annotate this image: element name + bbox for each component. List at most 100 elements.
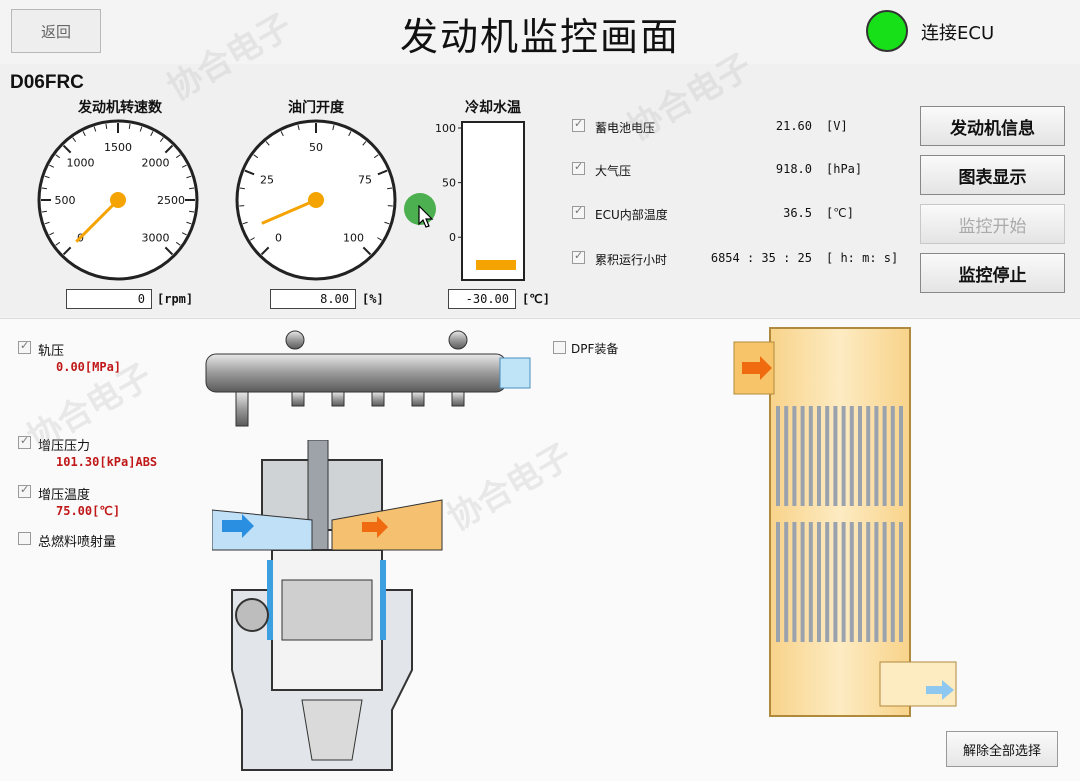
ecu-connection-label: 连接ECU [921,23,995,44]
chart-display-button[interactable]: 图表显示 [920,155,1065,195]
readout-value: 21.60 [775,119,812,133]
readout-atmospheric-pressure: 大气压 918.0 [hPa] [572,160,862,179]
coolant-gauge-title: 冷却水温 [465,100,521,116]
intercooler-fin [882,406,887,506]
readout-value: 6854 : 35 : 25 [710,251,812,265]
intercooler-fin [858,406,862,506]
rpm-tick [49,164,55,168]
throttle-gauge-ticks [239,123,393,256]
readout-unit: [V] [826,119,848,133]
rpm-tick [49,232,55,236]
thr-tick [362,141,367,146]
rpm-tick [44,221,50,225]
rpm-tick-label: 3000 [141,231,169,244]
intercooler-fin [874,406,879,506]
sensor-value: 0.00[MPa] [56,360,122,374]
readout-checkbox[interactable] [572,160,585,175]
rpm-tick [72,137,77,143]
intercooler-fin [841,406,846,506]
sensor-checkbox[interactable] [18,483,31,498]
rpm-tick [159,137,164,143]
sensor-label: 增压压力 [38,439,91,454]
rpm-tick [105,123,108,129]
rpm-tick [189,187,195,190]
intercooler-fin [776,522,780,642]
coolant-tick-label: 100 [435,122,456,135]
back-button[interactable]: 返回 [11,9,101,53]
intercooler-fin [866,522,871,642]
thr-tick [280,131,284,137]
sensor-boost-pressure: 增压压力 101.30[kPa]ABS [18,434,157,469]
intercooler-fin [874,522,879,642]
intercooler-fin [800,406,805,506]
readout-label: 蓄电池电压 [595,121,656,135]
intercooler-fin [899,406,903,506]
readout-checkbox[interactable] [572,204,585,219]
coolant-gauge-bar [476,260,516,270]
rpm-tick [128,123,131,129]
rpm-tick [55,241,61,246]
rpm-tick [181,232,187,236]
sensor-value: 75.00[℃] [56,504,121,518]
intercooler-fin [817,522,821,642]
rpm-tick [164,144,174,154]
engine-info-button[interactable]: 发动机信息 [920,106,1065,146]
rpm-value: 0 [66,289,152,309]
thr-tick [260,246,270,256]
readout-unit: [hPa] [826,162,863,176]
sensor-checkbox[interactable] [18,434,31,449]
intercooler-fin [784,522,789,642]
readout-checkbox[interactable] [572,249,585,264]
rpm-tick [62,144,72,154]
readout-battery-voltage: 蓄电池电压 21.60 [V] [572,117,848,136]
coolant-tick-label: 0 [449,231,456,244]
rpm-tick [186,175,192,179]
intercooler-fin [841,522,846,642]
intercooler-fin [792,406,797,506]
readout-unit: [℃] [826,206,854,220]
intercooler-fin [776,406,780,506]
sensor-boost-temperature: 增压温度 75.00[℃] [18,483,120,518]
dpf-checkbox[interactable] [553,341,566,354]
readout-ecu-temperature: ECU内部温度 36.5 [℃] [572,204,854,223]
rpm-tick [41,187,47,190]
monitor-stop-button[interactable]: 监控停止 [920,253,1065,293]
intercooler-fin [792,522,797,642]
sensor-value: 101.30[kPa]ABS [56,455,158,469]
intercooler-fin [890,406,895,506]
intercooler-fin [899,522,903,642]
readout-label: 大气压 [595,164,632,178]
monitor-start-button[interactable]: 监控开始 [920,204,1065,244]
coolant-value: -30.00 [448,289,516,309]
thr-tick [242,221,248,225]
rpm-tick [150,131,154,137]
sensor-checkbox[interactable] [18,339,31,354]
coolant-tick-label: 50 [442,177,456,190]
thr-tick [377,169,388,176]
sensor-checkbox[interactable] [18,532,31,545]
intercooler-fin [825,406,830,506]
thr-tick [373,154,379,159]
ecu-connection-indicator-icon [866,10,908,52]
readout-run-hours: 累积运行小时 6854 : 35 : 25 [ h: m: s] [572,249,898,268]
intercooler-fin [849,406,854,506]
rpm-tick [62,246,72,256]
intercooler-fin [800,522,805,642]
intercooler-fin [866,406,871,506]
readout-checkbox[interactable] [572,117,585,132]
thr-tick [265,141,270,146]
rpm-tick [186,221,192,225]
thr-tick-label: 0 [275,231,282,244]
sensor-label: 轨压 [38,344,65,359]
coolant-gauge-ticks: 100 50 0 [435,122,462,244]
rpm-tick-label: 1500 [104,141,132,154]
rpm-tick [41,210,47,213]
sensor-label: 增压温度 [38,488,91,503]
throttle-gauge-title: 油门开度 [288,100,344,116]
rpm-tick [55,154,61,159]
thr-tick-label: 50 [309,141,323,154]
clear-all-selection-button[interactable]: 解除全部选择 [946,731,1058,767]
engine-model: D06FRC [10,72,84,93]
sensor-rail-pressure: 轨压 0.00[MPa] [18,339,121,374]
